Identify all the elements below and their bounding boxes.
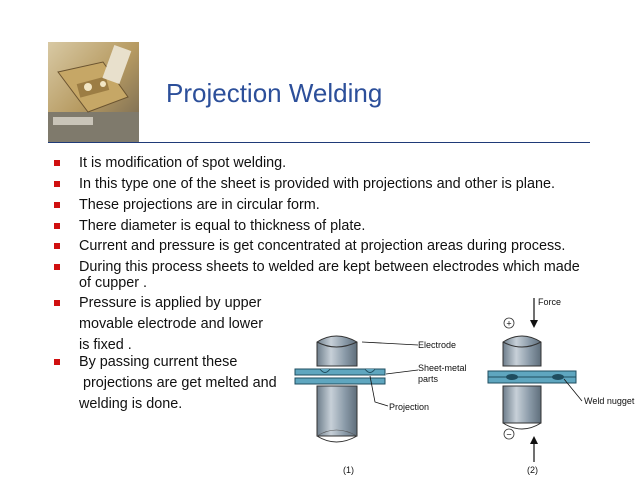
bullet-marker: [54, 181, 60, 187]
plus-sign: +: [506, 319, 511, 329]
bullet-text-continued: projections are get melted and: [79, 375, 277, 391]
welding-photo: [48, 42, 139, 143]
title-divider: [48, 142, 590, 143]
electrode-assembly-1: [294, 335, 419, 443]
weld-nugget: [552, 374, 564, 380]
bullet-text: Current and pressure is get concentrated…: [79, 238, 566, 254]
bullet-text: Pressure is applied by upper: [79, 295, 262, 311]
bullet-marker: [54, 202, 60, 208]
bullet-text: These projections are in circular form.: [79, 197, 320, 213]
label-projection: Projection: [389, 402, 429, 412]
bullet-marker: [54, 223, 60, 229]
slide-title: Projection Welding: [166, 78, 383, 108]
bullet-text-continued: movable electrode and lower: [79, 316, 263, 332]
bullet-text: It is modification of spot welding.: [79, 155, 287, 171]
electrode-assembly-2: [487, 298, 583, 462]
bullet-marker: [54, 300, 60, 306]
label-parts: parts: [418, 374, 439, 384]
bullet-text: There diameter is equal to thickness of …: [79, 218, 366, 234]
bullet-text: During this process sheets to welded are…: [79, 259, 580, 275]
lower-electrode: [316, 385, 358, 437]
projection-welding-diagram: Force Electrode Sheet-metal parts Projec…: [294, 297, 635, 475]
sheet-metal-lower: [294, 377, 386, 385]
bullet-text: In this type one of the sheet is provide…: [79, 176, 555, 192]
weld-nugget: [506, 374, 518, 380]
bullet-text-continued: is fixed .: [79, 337, 132, 353]
label-sheet-metal: Sheet-metal: [418, 363, 467, 373]
sheet-metal-upper: [294, 368, 386, 376]
bullet-text-continued: of cupper .: [79, 275, 147, 291]
bullet-marker: [54, 359, 60, 365]
bullet-text: By passing current these: [79, 354, 238, 370]
bullet-text-continued: welding is done.: [79, 396, 183, 412]
caption-figure-2: (2): [527, 465, 538, 475]
label-weld-nugget: Weld nugget: [584, 396, 635, 406]
upper-electrode: [316, 335, 358, 367]
bullet-marker: [54, 160, 60, 166]
caption-figure-1: (1): [343, 465, 354, 475]
label-force: Force: [538, 297, 561, 307]
minus-sign: −: [506, 430, 511, 440]
label-electrode: Electrode: [418, 340, 456, 350]
bullet-marker: [54, 243, 60, 249]
bullet-marker: [54, 264, 60, 270]
